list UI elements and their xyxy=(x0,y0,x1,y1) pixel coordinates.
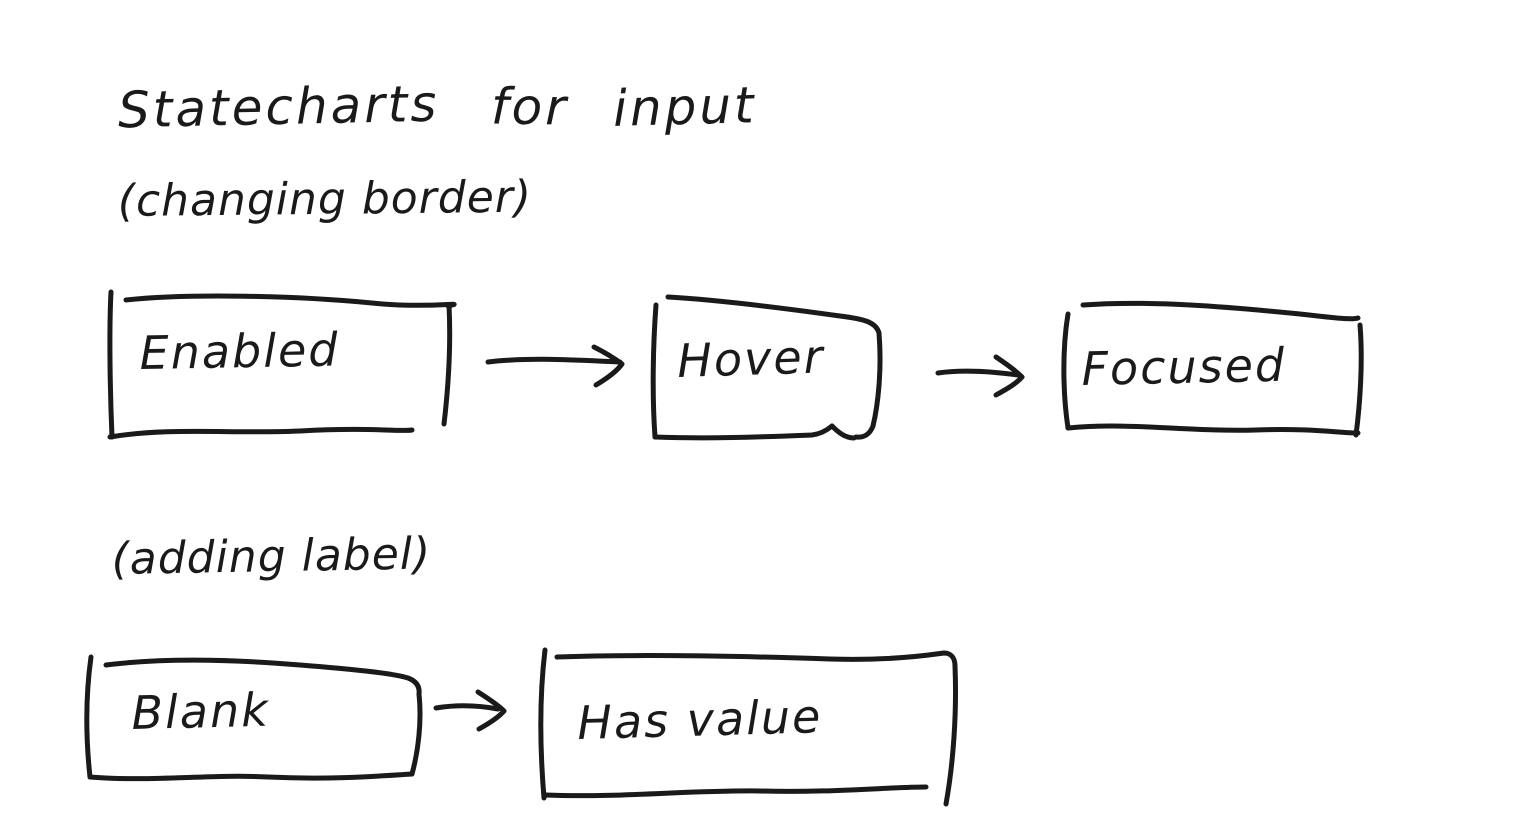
transition-arrow-enabled-hover xyxy=(485,344,625,388)
transition-arrow-hover-focused xyxy=(935,354,1025,398)
state-label-enabled[interactable]: Enabled xyxy=(139,322,340,380)
title-word-statecharts: Statecharts xyxy=(117,74,440,140)
state-label-focused[interactable]: Focused xyxy=(1080,337,1287,396)
section-heading-changing-border: (changing border) xyxy=(117,171,533,227)
title-word-input: input xyxy=(612,76,758,138)
state-label-blank[interactable]: Blank xyxy=(130,682,271,740)
title-word-for: for xyxy=(490,77,570,137)
transition-arrow-blank-hasvalue xyxy=(433,689,507,732)
state-label-hover[interactable]: Hover xyxy=(676,329,826,388)
state-label-has-value[interactable]: Has value xyxy=(576,689,824,750)
section-heading-adding-label: (adding label) xyxy=(111,528,432,585)
page-title: Statecharts for input xyxy=(117,75,758,140)
